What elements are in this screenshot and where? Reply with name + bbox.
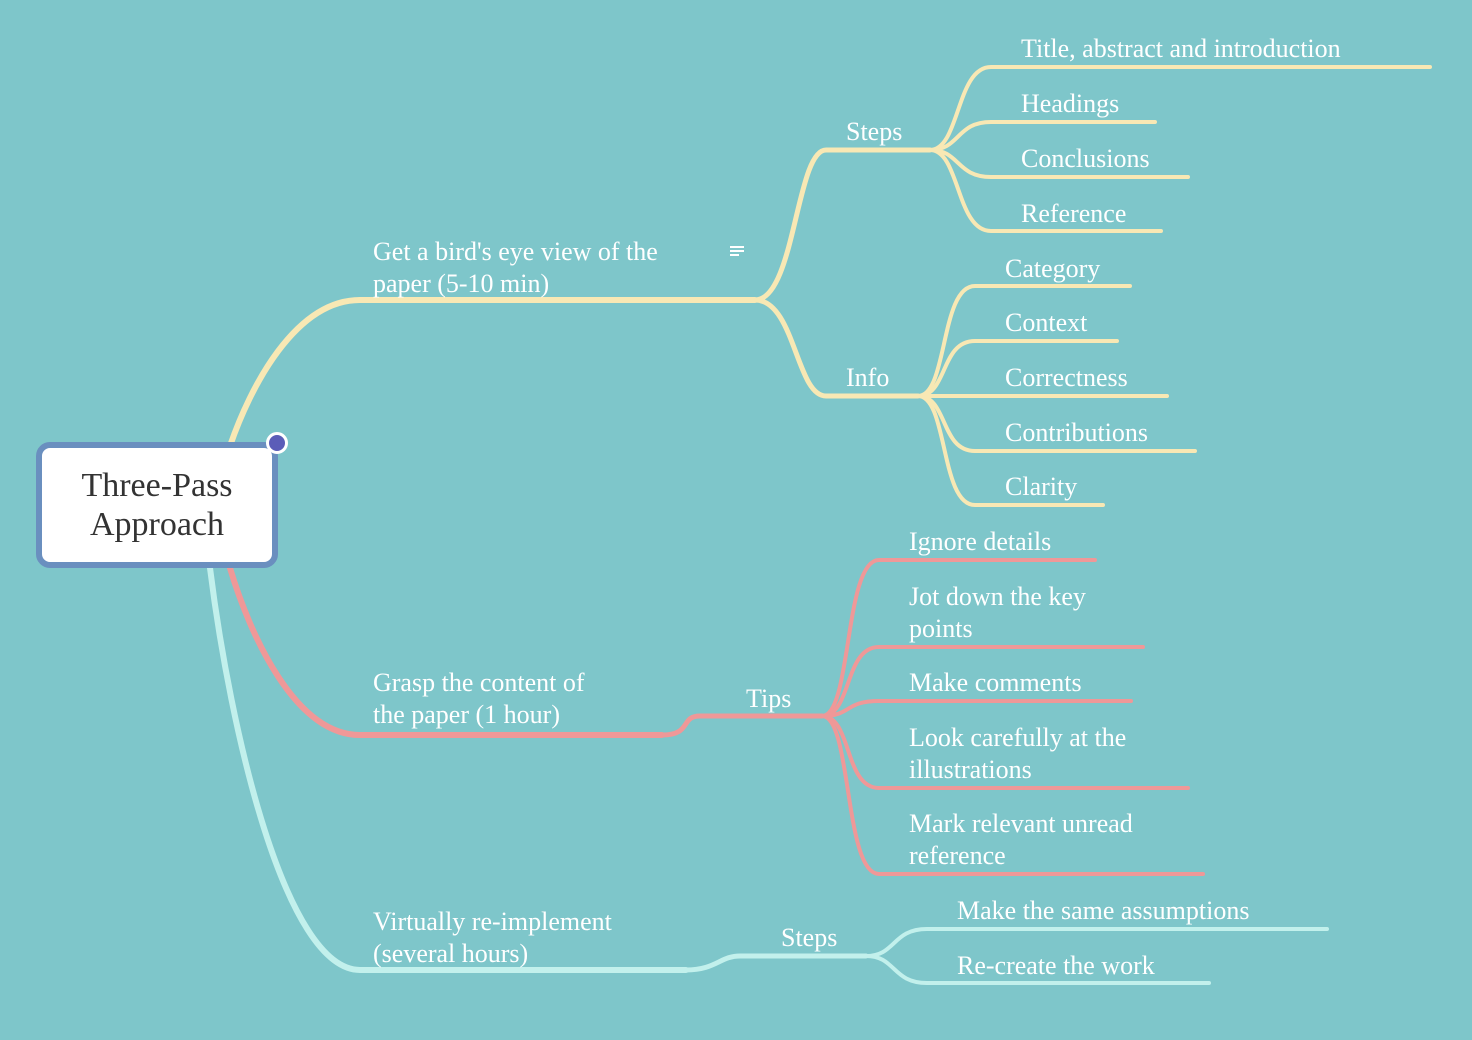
leaf-connector <box>916 284 1132 398</box>
leaf-label[interactable]: Look carefully at the illustrations <box>909 723 1127 784</box>
leaf-label[interactable]: Contributions <box>1005 418 1149 447</box>
branch-connector <box>227 297 758 449</box>
leaf-connector <box>820 714 1205 876</box>
leaf-connector <box>916 394 1105 507</box>
leaf-label[interactable]: Ignore details <box>909 527 1052 556</box>
group-label[interactable]: Steps <box>781 923 838 952</box>
leaf-connector <box>864 927 1329 958</box>
leaf-label[interactable]: Make the same assumptions <box>957 896 1250 925</box>
leaf-connector <box>916 339 1119 398</box>
branch-label[interactable]: Get a bird's eye view of the paper (5-10… <box>373 237 658 298</box>
branch-connector <box>207 565 689 973</box>
leaf-label[interactable]: Make comments <box>909 668 1082 697</box>
root-node[interactable]: Three-Pass Approach <box>36 442 278 568</box>
root-title: Three-Pass Approach <box>81 467 233 543</box>
leaf-connector <box>820 699 1133 718</box>
leaf-label[interactable]: Reference <box>1021 199 1127 228</box>
leaf-connector <box>820 645 1145 718</box>
leaf-connector <box>820 558 1097 718</box>
leaf-label[interactable]: Correctness <box>1005 363 1128 392</box>
collapse-toggle-icon[interactable] <box>266 432 288 454</box>
leaf-label[interactable]: Conclusions <box>1021 144 1150 173</box>
leaf-label[interactable]: Jot down the key points <box>909 582 1086 643</box>
group-connector <box>659 713 825 738</box>
leaf-label[interactable]: Context <box>1005 308 1088 337</box>
branch-label[interactable]: Virtually re-implement (several hours) <box>373 907 612 968</box>
note-icon[interactable] <box>730 246 744 258</box>
group-label[interactable]: Tips <box>746 684 792 713</box>
leaf-label[interactable]: Headings <box>1021 89 1120 118</box>
leaf-connector <box>928 148 1163 233</box>
leaf-label[interactable]: Mark relevant unread reference <box>909 809 1133 870</box>
branch-label[interactable]: Grasp the content of the paper (1 hour) <box>373 668 585 729</box>
group-connector <box>752 147 933 303</box>
group-label[interactable]: Steps <box>846 117 903 146</box>
group-connector <box>683 953 869 973</box>
leaf-connector <box>928 120 1157 152</box>
leaf-label[interactable]: Clarity <box>1005 472 1078 501</box>
leaf-connector <box>864 954 1211 985</box>
group-label[interactable]: Info <box>846 363 890 392</box>
leaf-label[interactable]: Title, abstract and introduction <box>1021 34 1341 63</box>
leaf-label[interactable]: Category <box>1005 254 1101 283</box>
branch-connector <box>227 565 665 738</box>
group-connector <box>752 297 921 399</box>
leaf-connector <box>928 65 1432 152</box>
leaf-label[interactable]: Re-create the work <box>957 951 1155 980</box>
